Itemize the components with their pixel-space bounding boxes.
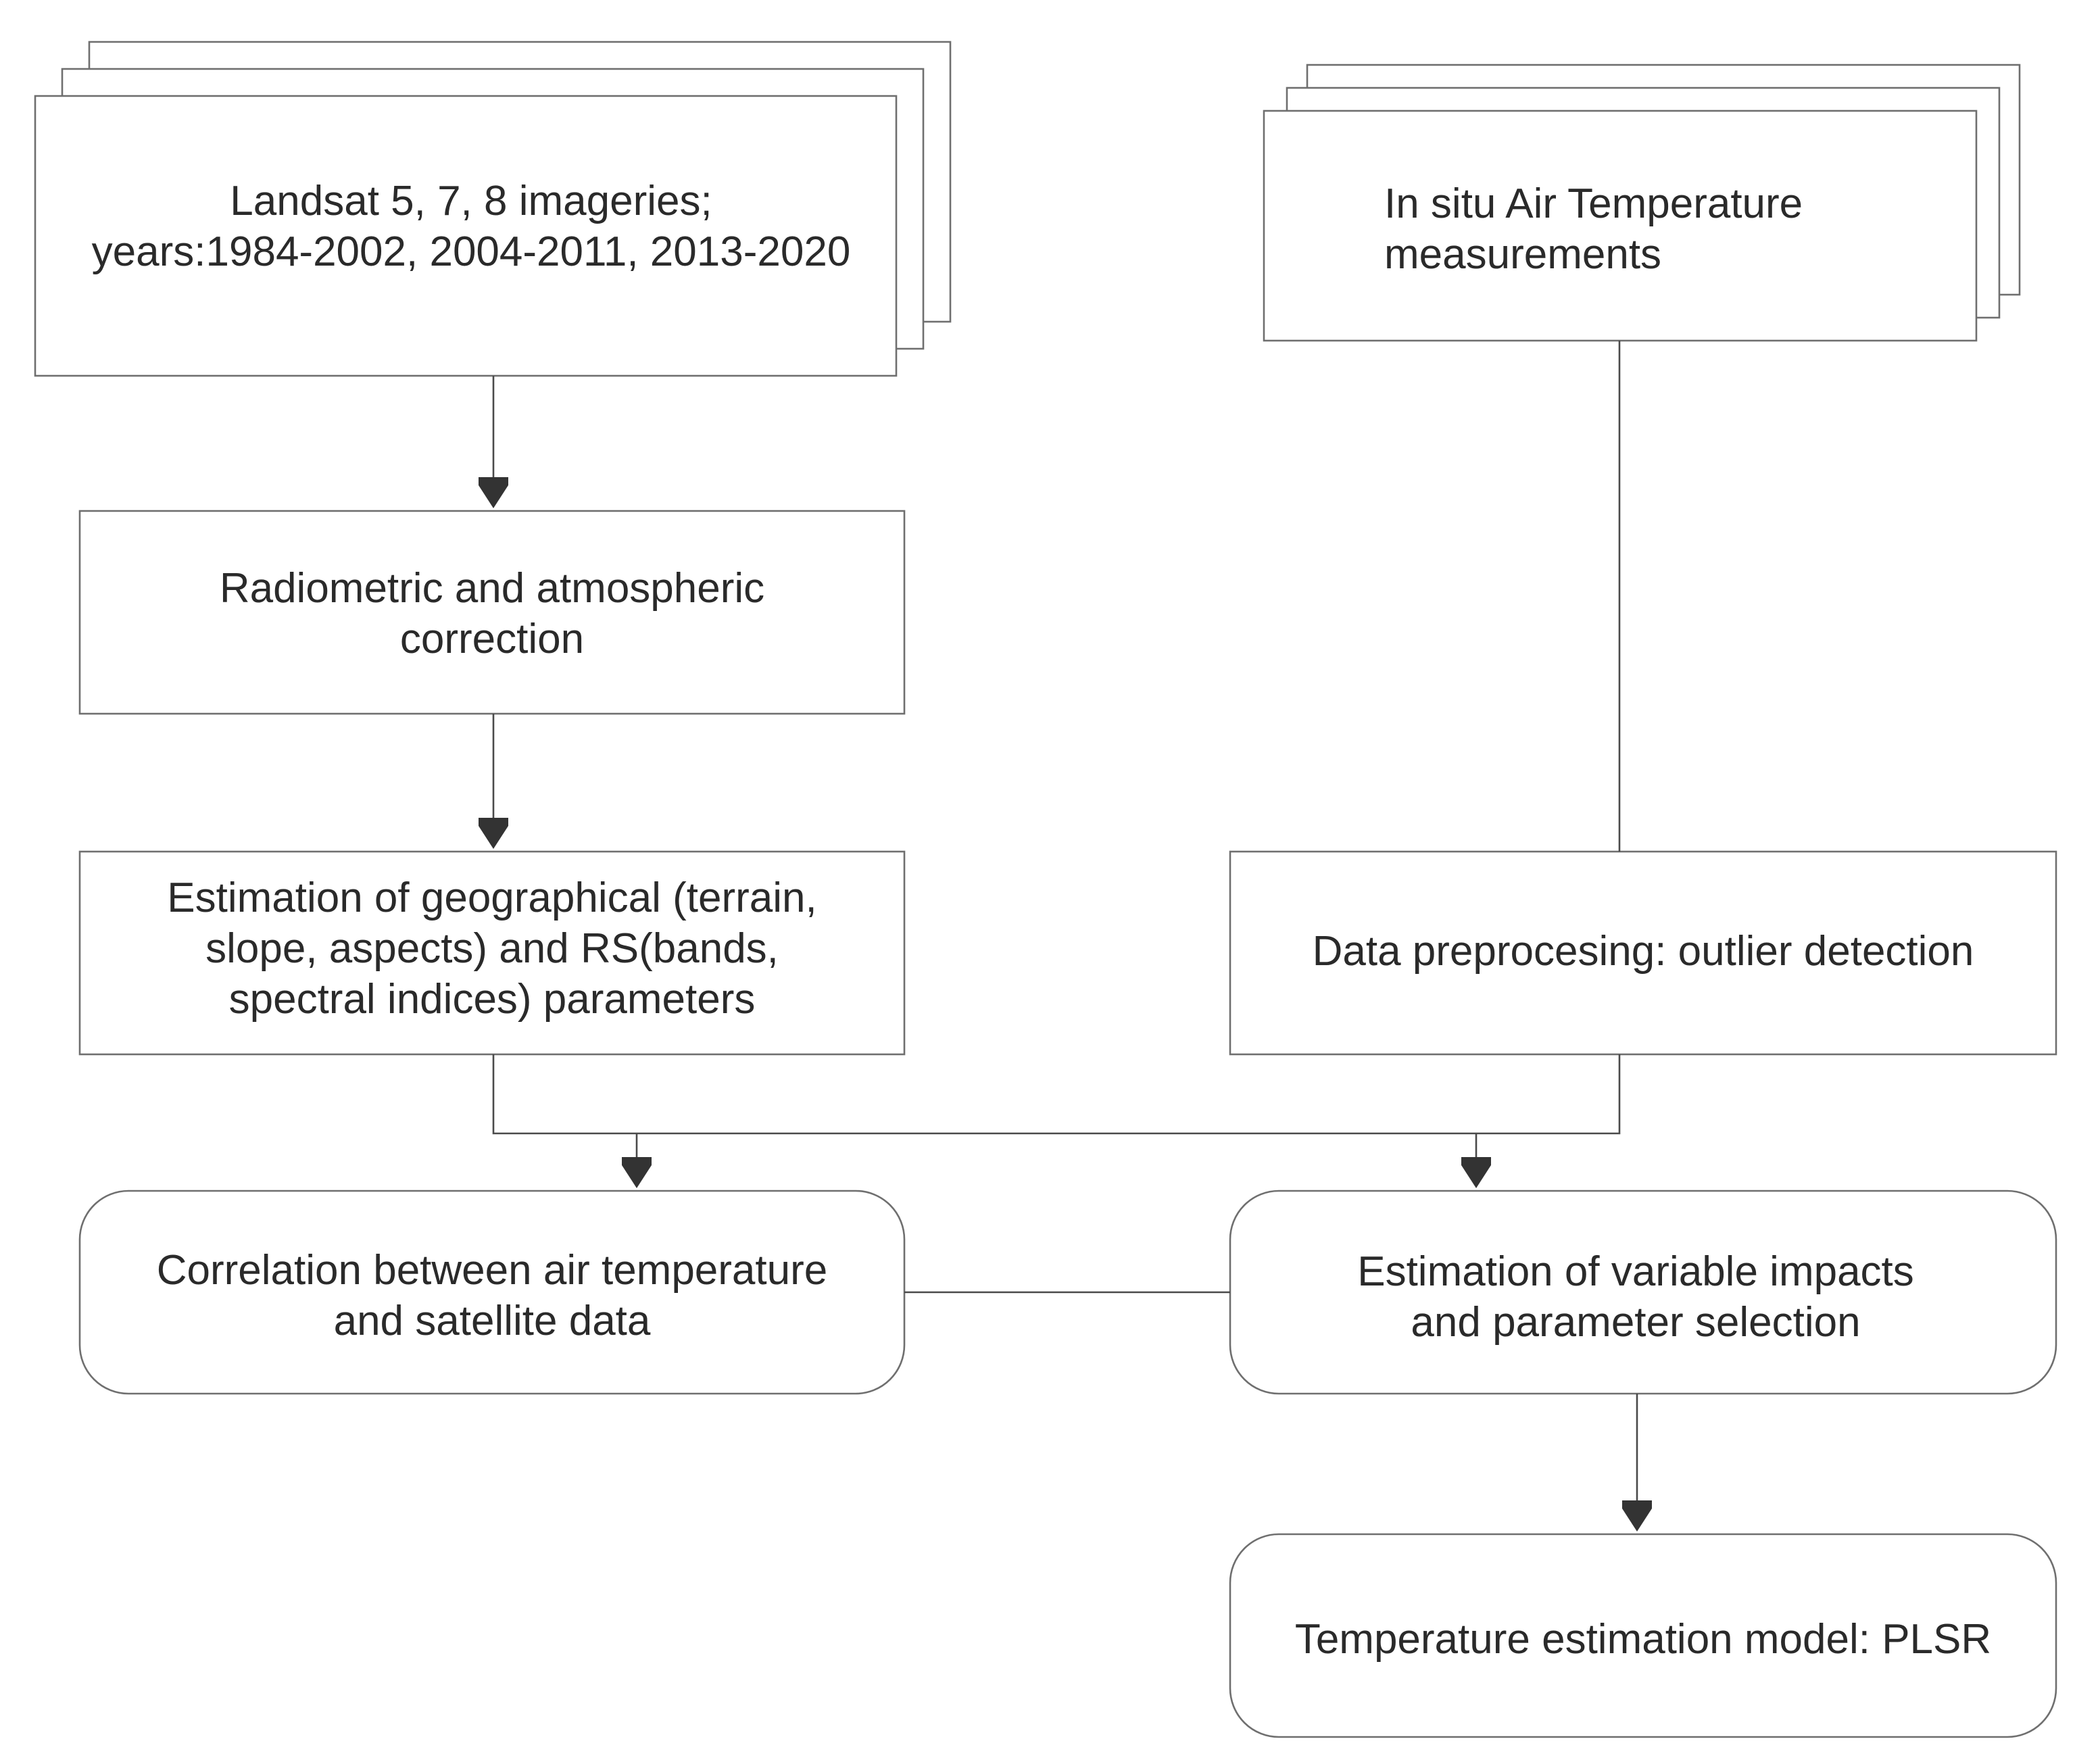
geographical-label-line-1: Estimation of geographical (terrain, <box>167 875 816 921</box>
geographical-label-line-2: slope, aspects) and RS(bands, <box>205 925 779 972</box>
arrowhead-geographical <box>479 818 508 849</box>
variable-impacts-label-line-1: Estimation of variable impacts <box>1357 1248 1914 1295</box>
variable-impacts-label-line-2: and parameter selection <box>1411 1299 1860 1346</box>
radiometric-correction-node: Radiometric and atmospheric correction <box>78 510 906 715</box>
correlation-node: Correlation between air temperature and … <box>78 1190 906 1395</box>
connectors <box>479 341 1652 1532</box>
insitu-label-line-2: measurements <box>1384 231 1661 278</box>
geographical-parameters-node: Estimation of geographical (terrain, slo… <box>78 850 906 1056</box>
radiometric-label-line-1: Radiometric and atmospheric <box>220 565 764 612</box>
landsat-label-line-2: years:1984-2002, 2004-2011, 2013-2020 <box>92 228 851 275</box>
insitu-label-line-1: In situ Air Temperature <box>1384 180 1803 227</box>
plsr-model-node: Temperature estimation model: PLSR <box>1229 1533 2057 1738</box>
landsat-front-sheet <box>34 95 898 377</box>
correlation-label-line-1: Correlation between air temperature <box>157 1247 828 1294</box>
correlation-label-line-2: and satellite data <box>334 1298 651 1344</box>
geographical-parameters-box <box>78 850 906 1056</box>
landsat-label-line-1: Landsat 5, 7, 8 imageries; <box>230 178 712 224</box>
connector-merge-bus <box>492 1054 1621 1135</box>
geographical-label-line-3: spectral indices) parameters <box>229 976 756 1023</box>
radiometric-correction-box <box>78 510 906 715</box>
insitu-front-sheet <box>1263 109 1978 342</box>
insitu-measurements-node: In situ Air Temperature measurements <box>1263 64 2021 342</box>
arrowhead-variable-impacts <box>1461 1157 1491 1188</box>
data-preprocessing-node: Data preprocesing: outlier detection <box>1229 850 2057 1056</box>
preprocessing-label-line-1: Data preprocesing: outlier detection <box>1313 928 1974 975</box>
data-preprocessing-box <box>1229 850 2057 1056</box>
arrowhead-radiometric <box>479 477 508 508</box>
arrowhead-model <box>1622 1500 1652 1532</box>
arrowhead-correlation <box>622 1157 652 1188</box>
plsr-model-label-line-1: Temperature estimation model: PLSR <box>1295 1616 1991 1663</box>
plsr-model-box <box>1229 1533 2057 1738</box>
landsat-imagery-node: Landsat 5, 7, 8 imageries; years:1984-20… <box>34 41 952 377</box>
variable-impacts-node: Estimation of variable impacts and param… <box>1229 1190 2057 1395</box>
radiometric-label-line-2: correction <box>400 616 584 662</box>
